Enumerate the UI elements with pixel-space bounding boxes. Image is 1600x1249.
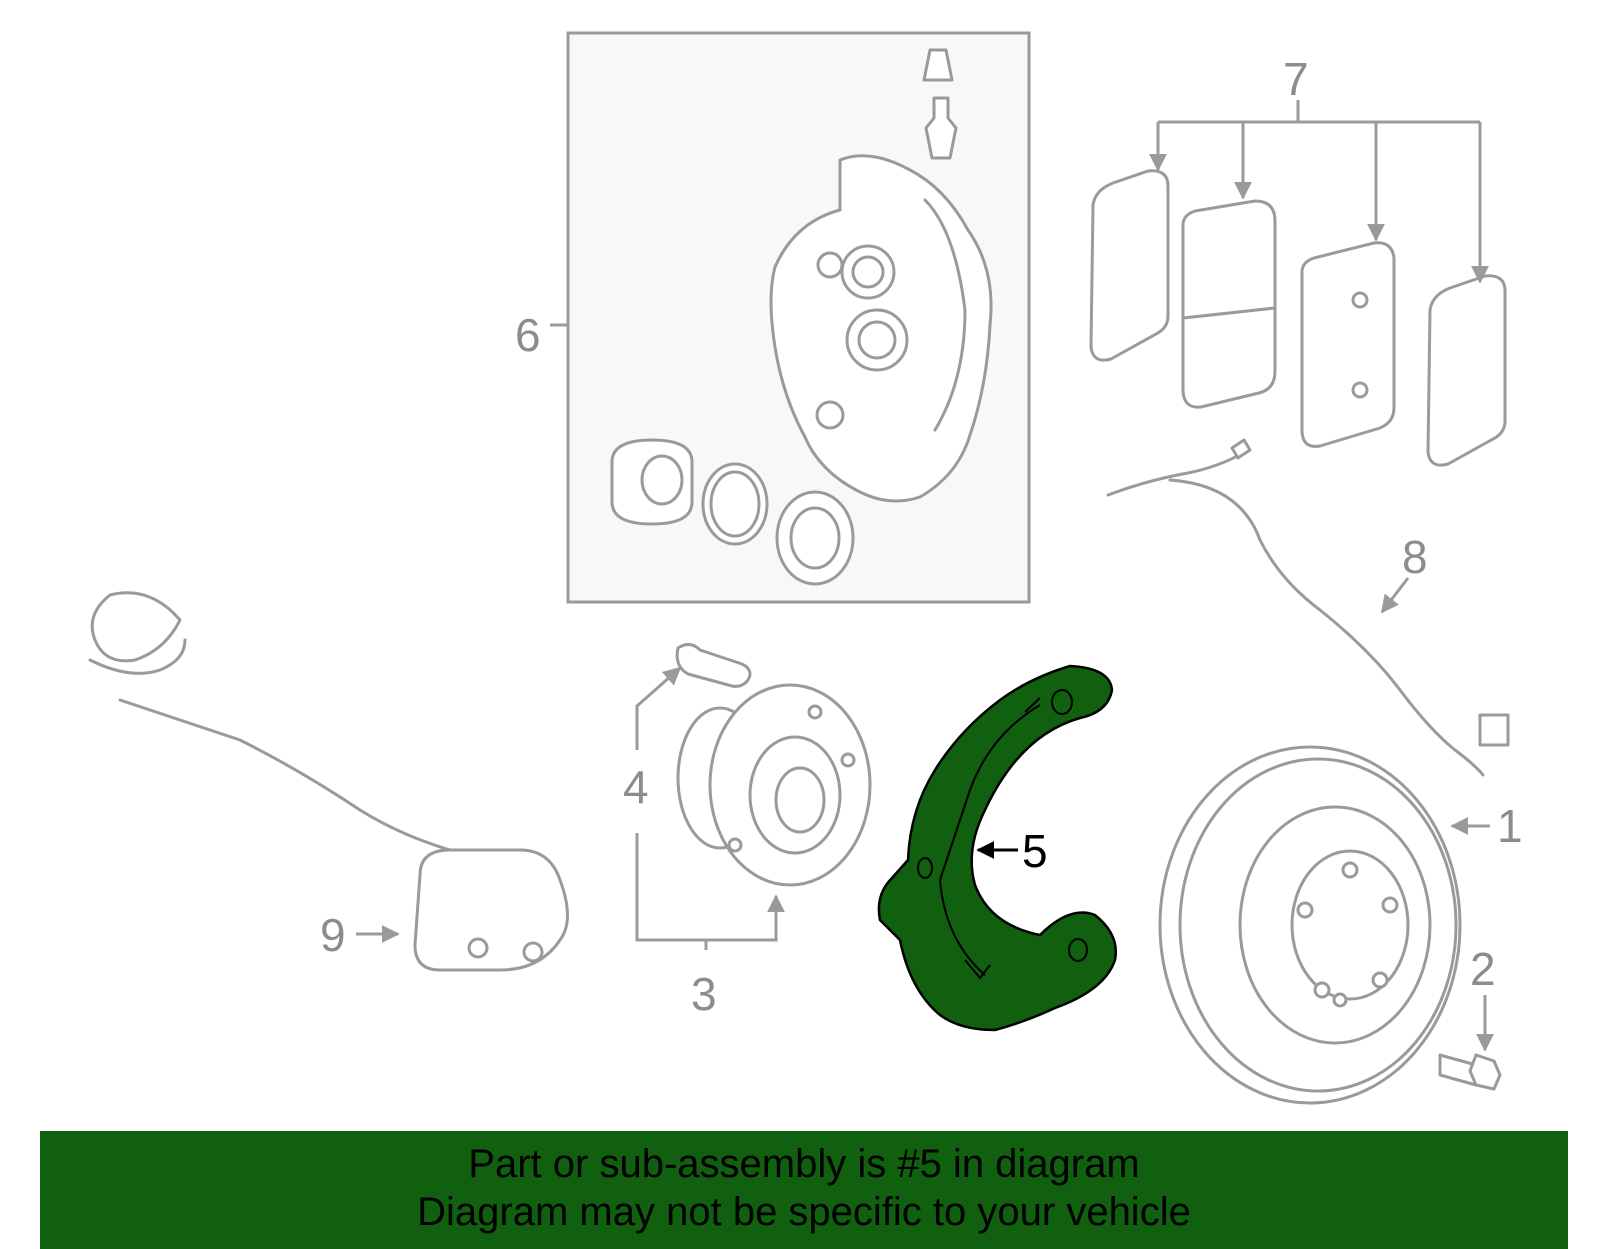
brake-pad-shim-icon bbox=[1426, 274, 1507, 467]
pad-wear-sensor bbox=[1106, 438, 1510, 777]
sensor-connector-icon bbox=[1478, 713, 1510, 747]
caliper-assembly bbox=[566, 31, 1031, 604]
hub-and-bearing bbox=[676, 683, 872, 887]
banner-line-2: Diagram may not be specific to your vehi… bbox=[417, 1190, 1191, 1234]
leader-8 bbox=[1380, 577, 1410, 614]
leader-7 bbox=[1158, 100, 1480, 124]
brake-pad-icon bbox=[1300, 241, 1396, 448]
brake-pad-shim-icon bbox=[1089, 169, 1170, 362]
splash-shield bbox=[877, 664, 1118, 1032]
callout-1: 1 bbox=[1497, 800, 1523, 852]
abs-wheel-speed-sensor bbox=[88, 591, 569, 972]
callout-8: 8 bbox=[1402, 531, 1428, 583]
splash-shield-highlighted bbox=[877, 664, 1118, 1032]
brake-pad-icon bbox=[1181, 199, 1277, 409]
leader-4 bbox=[635, 666, 682, 750]
callout-4: 4 bbox=[623, 761, 649, 813]
info-banner: Part or sub-assembly is #5 in diagram Di… bbox=[40, 1131, 1568, 1249]
callout-7: 7 bbox=[1283, 53, 1309, 105]
brake-rotor bbox=[1158, 745, 1462, 1105]
rotor-bolt bbox=[1438, 1053, 1502, 1091]
callout-9: 9 bbox=[320, 909, 346, 961]
banner-line-1: Part or sub-assembly is #5 in diagram bbox=[468, 1142, 1140, 1186]
callout-3: 3 bbox=[691, 968, 717, 1020]
callout-5: 5 bbox=[1022, 825, 1048, 877]
brake-pads bbox=[1089, 169, 1507, 467]
callout-2: 2 bbox=[1470, 943, 1496, 995]
callout-6: 6 bbox=[515, 309, 541, 361]
wheel-stud bbox=[675, 643, 752, 688]
bleeder-screw-icon bbox=[924, 96, 958, 160]
bleeder-cap-icon bbox=[922, 48, 954, 82]
